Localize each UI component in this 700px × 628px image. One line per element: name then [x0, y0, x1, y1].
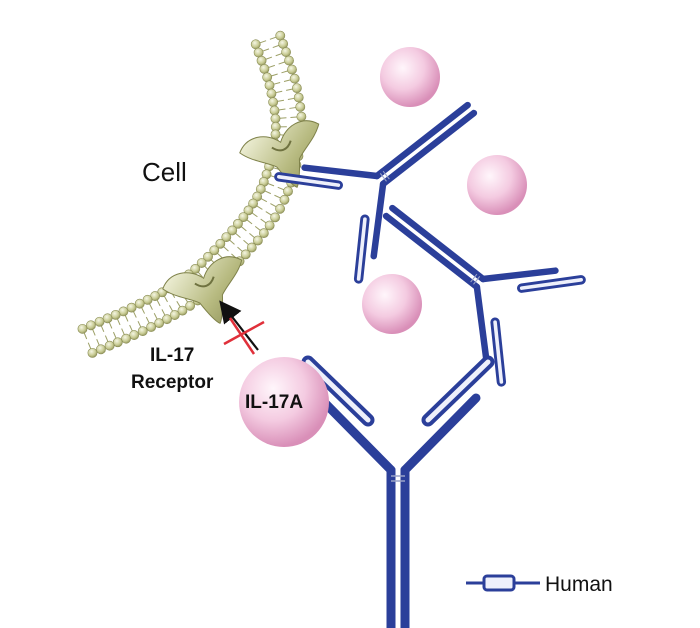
cross-mark-icon: [223, 317, 265, 355]
receptor-label-line2: Receptor: [131, 372, 214, 393]
cytokine-sphere-icon: [380, 47, 440, 107]
receptor-icon: [162, 256, 243, 325]
antibody-icon: [382, 204, 586, 387]
cytokine-label: IL-17A: [245, 392, 303, 413]
lipid-bilayer-icon: [77, 30, 307, 358]
receptor-icon: [239, 120, 320, 189]
antibody-icon: [301, 355, 495, 628]
cytokine-sphere-icon: [467, 155, 527, 215]
cell-membrane: [77, 30, 307, 358]
receptor-label-line1: IL-17: [150, 345, 194, 366]
cytokine-sphere-icon: [362, 274, 422, 334]
cell-label: Cell: [142, 157, 187, 187]
cytokine-sphere-icon: [239, 357, 329, 447]
legend-human-swatch: [482, 574, 516, 592]
arrow-icon: [219, 300, 259, 351]
legend-human-label: Human: [545, 573, 613, 596]
antibody-icon: [274, 101, 478, 284]
legend: Human: [466, 573, 613, 596]
